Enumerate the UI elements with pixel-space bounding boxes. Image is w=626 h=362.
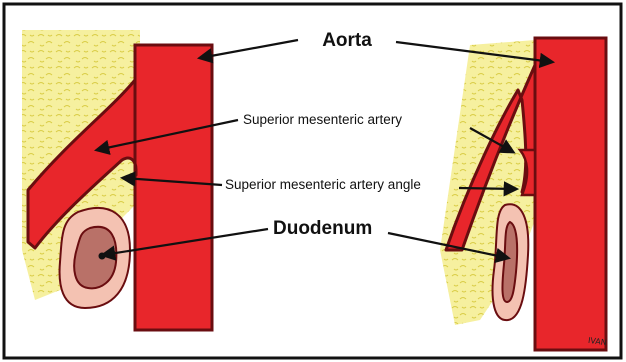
aorta-left	[135, 45, 212, 330]
duodenum-label: Duodenum	[273, 218, 372, 239]
duodenum-left	[60, 208, 130, 308]
sma-label: Superior mesenteric artery	[243, 112, 402, 127]
sma-angle-label: Superior mesenteric artery angle	[225, 177, 421, 192]
aorta-label: Aorta	[322, 30, 372, 51]
aorta-right	[535, 38, 606, 350]
left-panel	[22, 30, 212, 330]
arrow-angle-right	[459, 188, 516, 189]
